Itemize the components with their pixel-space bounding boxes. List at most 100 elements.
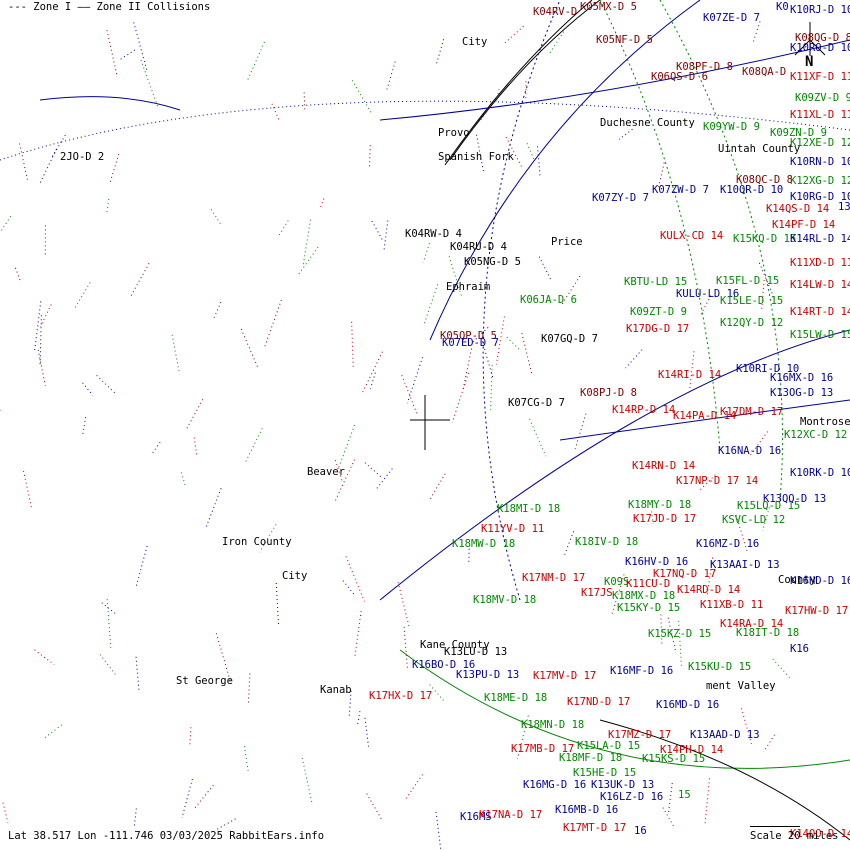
contour-fragment (244, 428, 263, 463)
contour-fragment (371, 220, 384, 242)
station-label: K07ZY-D 7 (592, 192, 649, 204)
contour-line (599, 0, 721, 451)
contour-fragment (429, 473, 446, 500)
station-label: K18MF-D 18 (559, 752, 623, 764)
station-label: K17DG-D 17 (626, 323, 690, 335)
contour-fragment (503, 25, 524, 44)
contour-line (449, 0, 601, 161)
station-label: K10RK-D 10 (790, 467, 850, 479)
contour-fragment (117, 49, 136, 62)
station-label: K18MX-D 18 (612, 590, 676, 602)
station-label: K14PH-D 14 (660, 744, 724, 756)
station-label: KULU-LD 16 (676, 288, 740, 300)
contour-fragment (129, 262, 150, 298)
contour-fragment (133, 808, 137, 828)
contour-fragment (189, 727, 192, 747)
contour-fragment (667, 617, 677, 652)
contour-fragment (101, 602, 117, 615)
contour-fragment (401, 375, 418, 415)
contour-fragment (364, 717, 370, 747)
station-label: 15 (678, 789, 691, 801)
place-label: City (462, 36, 488, 48)
station-label: K15LA-D 15 (577, 740, 641, 752)
place-label: Duchesne County (600, 117, 695, 129)
station-label: K17HX-D 17 (369, 690, 433, 702)
contour-fragment (302, 219, 312, 267)
contour-fragment (152, 441, 161, 454)
contour-fragment (271, 103, 280, 122)
contour-fragment (99, 654, 117, 676)
station-label: K12XE-D 12 (790, 137, 850, 149)
station-label: K07ED-D 7 (442, 337, 499, 349)
contour-fragment (370, 372, 376, 389)
place-label: City (282, 570, 308, 582)
contour-fragment (662, 807, 674, 827)
station-label: K18MI-D 18 (497, 503, 561, 515)
contour-fragment (364, 462, 382, 478)
north-arrow: N (805, 54, 814, 70)
station-label: K10RG-D 10 (790, 191, 850, 203)
contour-fragment (397, 582, 411, 629)
contour-fragment (277, 220, 289, 238)
contour-fragment (19, 143, 29, 182)
station-label: K09ZT-D 9 (630, 306, 687, 318)
contour-fragment (752, 21, 761, 45)
station-label: K10RO-D 10 (790, 42, 850, 54)
station-label: K0 (776, 1, 789, 13)
station-label: K14PF-D 14 (772, 219, 836, 231)
place-label: Kanab (320, 684, 352, 696)
station-label: K07ZE-D 7 (703, 12, 760, 24)
contour-fragment (476, 134, 485, 174)
place-label: County (778, 574, 816, 586)
station-label: K13UK-D 13 (591, 779, 655, 791)
contour-fragment (761, 279, 765, 310)
contour-fragment (436, 39, 445, 64)
contour-fragment (529, 418, 547, 457)
station-label: K14RI-D 14 (658, 369, 722, 381)
contour-fragment (406, 357, 423, 404)
station-label: K16HD-D 16 (790, 575, 850, 587)
contour-fragment (23, 470, 33, 509)
station-label: K17NQ-D 17 (653, 568, 717, 580)
contour-fragment (246, 41, 265, 82)
station-label: K15LE-D 15 (720, 295, 784, 307)
station-label: K16MF-D 16 (610, 665, 674, 677)
station-label: K16BO-D 16 (412, 659, 476, 671)
station-label: K09S (604, 576, 630, 588)
contour-fragment (193, 784, 214, 810)
station-label: K09ZN-D 9 (770, 127, 827, 139)
station-label: K17HW-D 17 (785, 605, 849, 617)
contour-fragment (34, 649, 55, 665)
station-label: K16HV-D 16 (625, 556, 689, 568)
station-label: K15KQ-D 15 (733, 233, 797, 245)
contour-fragment (351, 321, 354, 369)
contour-fragment (704, 778, 710, 827)
station-label: K15KS-D 15 (642, 753, 706, 765)
contour-fragment (667, 783, 673, 814)
station-label: K15KY-D 15 (617, 602, 681, 614)
contour-fragment (301, 757, 313, 806)
station-label: 13 (838, 201, 850, 213)
contour-fragment (39, 315, 42, 365)
station-label: K09YW-D 9 (703, 121, 760, 133)
station-label: K17NP-D 17 14 (676, 475, 759, 487)
station-label: K16 (790, 643, 809, 655)
station-label: K13OG-D 13 (770, 387, 834, 399)
place-label: Provo (438, 127, 470, 139)
contour-fragment (422, 243, 430, 263)
contour-fragment (526, 143, 535, 161)
contour-fragment (243, 746, 249, 773)
place-label: ment Valley (706, 680, 776, 692)
map-legend: --- Zone I —— Zone II Collisions (8, 1, 210, 13)
legend-zone2: —— Zone II Collisions (77, 1, 211, 13)
contour-fragment (423, 284, 439, 326)
station-label: K14RT-D 14 (790, 306, 850, 318)
contour-fragment (405, 774, 423, 799)
contour-line (410, 395, 450, 450)
station-label: K10RN-D 10 (790, 156, 850, 168)
contour-fragment (506, 336, 521, 352)
contour-fragment (763, 734, 775, 753)
station-label: K18MV-D 18 (473, 594, 537, 606)
